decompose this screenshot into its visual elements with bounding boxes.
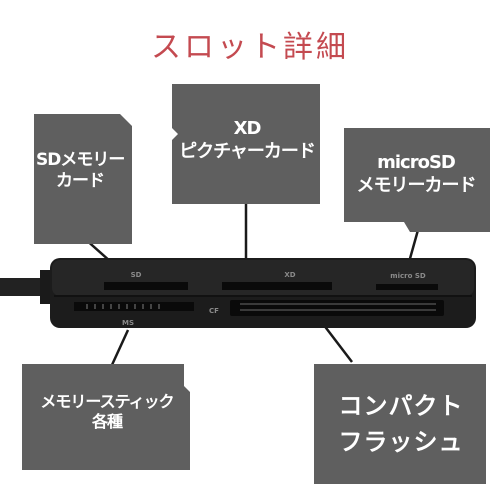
microsd-slot	[376, 284, 438, 290]
usb-cable	[0, 278, 50, 296]
reader-label-xd: XD	[284, 271, 295, 279]
compact-flash-label: コンパクト フラッシュ	[338, 392, 464, 456]
card-reader-body	[50, 258, 476, 328]
sd-card-label: SDメモリー カード	[36, 150, 125, 192]
page-title: スロット詳細	[151, 30, 349, 65]
microsd-card-shape	[344, 128, 490, 232]
reader-label-sd: SD	[131, 271, 142, 279]
sd-slot	[104, 282, 188, 290]
cf-slot	[230, 300, 444, 316]
compact-flash-shape	[314, 364, 486, 484]
reader-label-cf: CF	[209, 307, 219, 315]
xd-slot	[222, 282, 332, 290]
reader-label-ms: MS	[122, 319, 134, 327]
xd-card-label: XD ピクチャーカード	[179, 118, 316, 162]
reader-label-microsd: micro SD	[390, 272, 426, 280]
microsd-card-label: microSD メモリーカード	[356, 152, 477, 196]
memory-stick-label: メモリースティック 各種	[40, 392, 174, 431]
sd-card-shape	[34, 114, 132, 244]
xd-card-shape	[172, 84, 320, 204]
memory-stick-shape	[22, 364, 190, 470]
